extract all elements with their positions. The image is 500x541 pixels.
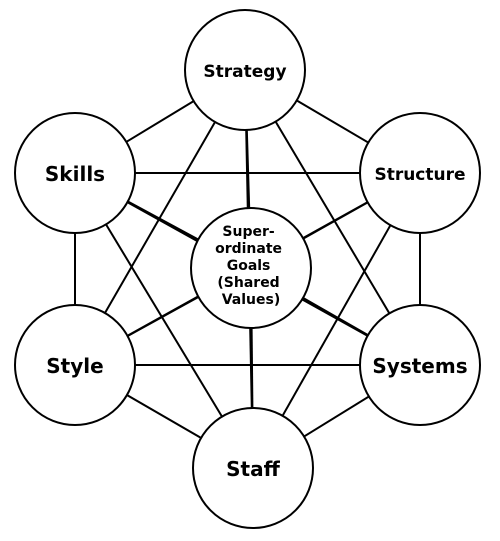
center-line-4: (Shared (217, 275, 279, 291)
node-center-label: Super- ordinate Goals (Shared Values) (215, 224, 287, 308)
center-line-1: Super- (222, 224, 274, 240)
node-style-label: Style (46, 354, 103, 378)
node-staff-label: Staff (226, 457, 280, 481)
node-style-circle (14, 304, 136, 426)
node-systems-label: Systems (372, 354, 467, 378)
center-line-2: ordinate (215, 241, 282, 257)
node-strategy-circle (184, 9, 306, 131)
node-structure-label: Structure (374, 165, 465, 185)
node-staff-circle (192, 407, 314, 529)
node-structure: Structure (359, 112, 481, 234)
node-center-circle (190, 207, 312, 329)
node-strategy: Strategy (184, 9, 306, 131)
node-systems: Systems (359, 304, 481, 426)
node-skills-label: Skills (45, 162, 105, 186)
node-structure-circle (359, 112, 481, 234)
node-staff: Staff (192, 407, 314, 529)
node-style: Style (14, 304, 136, 426)
node-center: Super- ordinate Goals (Shared Values) (190, 207, 312, 329)
node-skills-circle (14, 112, 136, 234)
node-skills: Skills (14, 112, 136, 234)
node-strategy-label: Strategy (203, 62, 286, 82)
center-line-3: Goals (227, 258, 271, 274)
node-systems-circle (359, 304, 481, 426)
center-line-5: Values) (222, 292, 281, 308)
